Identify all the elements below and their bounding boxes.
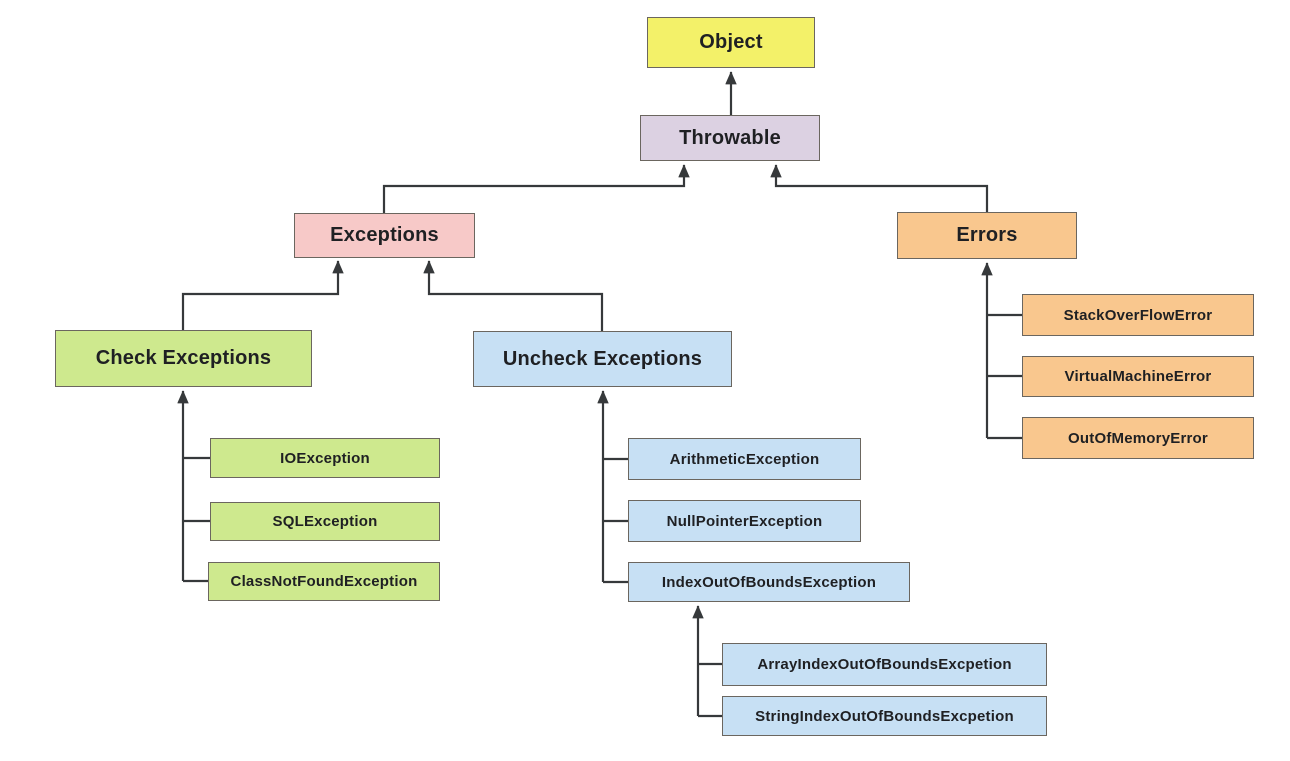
node-throwable: Throwable xyxy=(640,115,820,161)
node-sql-exception: SQLException xyxy=(210,502,440,541)
node-index-out-of-bounds-exception: IndexOutOfBoundsException xyxy=(628,562,910,602)
node-errors: Errors xyxy=(897,212,1077,259)
node-stack-overflow-error: StackOverFlowError xyxy=(1022,294,1254,336)
node-io-exception: IOException xyxy=(210,438,440,478)
edge-errors-throwable xyxy=(770,164,989,212)
node-exceptions: Exceptions xyxy=(294,213,475,258)
edge-exceptions-throwable xyxy=(382,164,690,213)
node-object: Object xyxy=(647,17,815,68)
node-class-not-found-exception: ClassNotFoundException xyxy=(208,562,440,601)
node-out-of-memory-error: OutOfMemoryError xyxy=(1022,417,1254,459)
node-string-index-out-of-bounds-excpetion: StringIndexOutOfBoundsExcpetion xyxy=(722,696,1047,736)
node-arithmetic-exception: ArithmeticException xyxy=(628,438,861,480)
edge-check-exceptions xyxy=(181,260,344,330)
node-array-index-out-of-bounds-excpetion: ArrayIndexOutOfBoundsExcpetion xyxy=(722,643,1047,686)
node-null-pointer-exception: NullPointerException xyxy=(628,500,861,542)
node-check-exceptions: Check Exceptions xyxy=(55,330,312,387)
node-virtual-machine-error: VirtualMachineError xyxy=(1022,356,1254,397)
edge-uncheck-exceptions xyxy=(423,260,604,331)
node-uncheck-exceptions: Uncheck Exceptions xyxy=(473,331,732,387)
